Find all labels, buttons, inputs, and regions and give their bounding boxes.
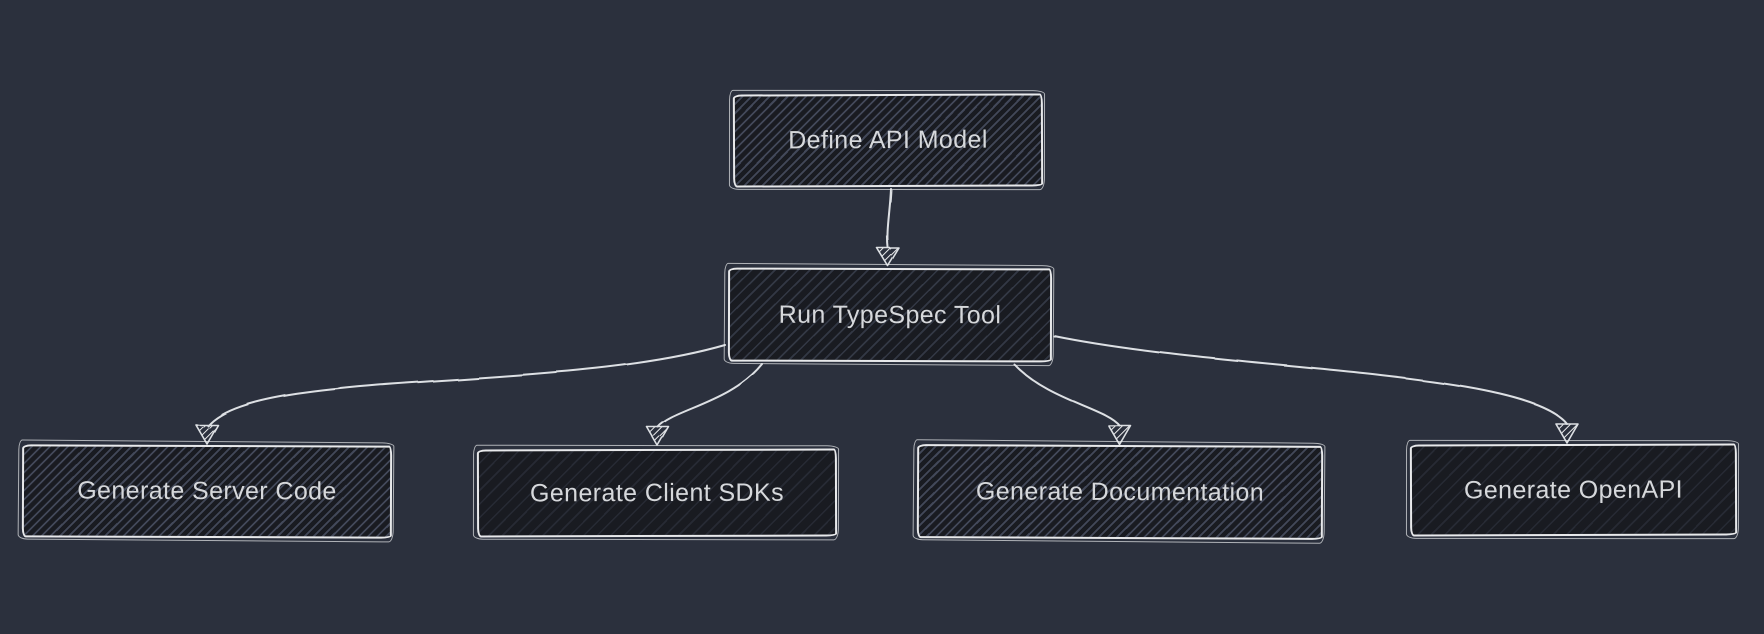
arrowhead-documentation <box>1108 425 1132 446</box>
edge-run-to-documentation <box>1013 363 1121 427</box>
edge-define-to-run <box>886 188 892 248</box>
edge-run-to-openapi <box>1053 335 1568 425</box>
arrowhead-client-sdks <box>646 426 670 447</box>
node-generate-documentation-label: Generate Documentation <box>975 476 1265 507</box>
node-run-typespec-tool: Run TypeSpec Tool <box>727 267 1053 363</box>
node-generate-server-code: Generate Server Code <box>21 444 393 539</box>
node-generate-client-sdks: Generate Client SDKs <box>476 448 838 538</box>
node-generate-openapi-label: Generate OpenAPI <box>1463 475 1684 504</box>
node-run-typespec-tool-label: Run TypeSpec Tool <box>778 300 1002 329</box>
arrowhead-server-code <box>195 424 219 445</box>
node-define-api-model: Define API Model <box>732 93 1044 188</box>
arrowhead-run <box>876 247 900 267</box>
edge-run-to-server-code <box>207 344 726 427</box>
node-generate-server-code-label: Generate Server Code <box>77 476 337 506</box>
arrowhead-openapi <box>1555 423 1579 444</box>
node-generate-client-sdks-label: Generate Client SDKs <box>529 478 785 507</box>
node-generate-documentation: Generate Documentation <box>916 444 1324 540</box>
node-generate-openapi: Generate OpenAPI <box>1409 443 1738 537</box>
edge-run-to-client-sdks <box>657 363 763 428</box>
node-define-api-model-label: Define API Model <box>788 125 988 155</box>
